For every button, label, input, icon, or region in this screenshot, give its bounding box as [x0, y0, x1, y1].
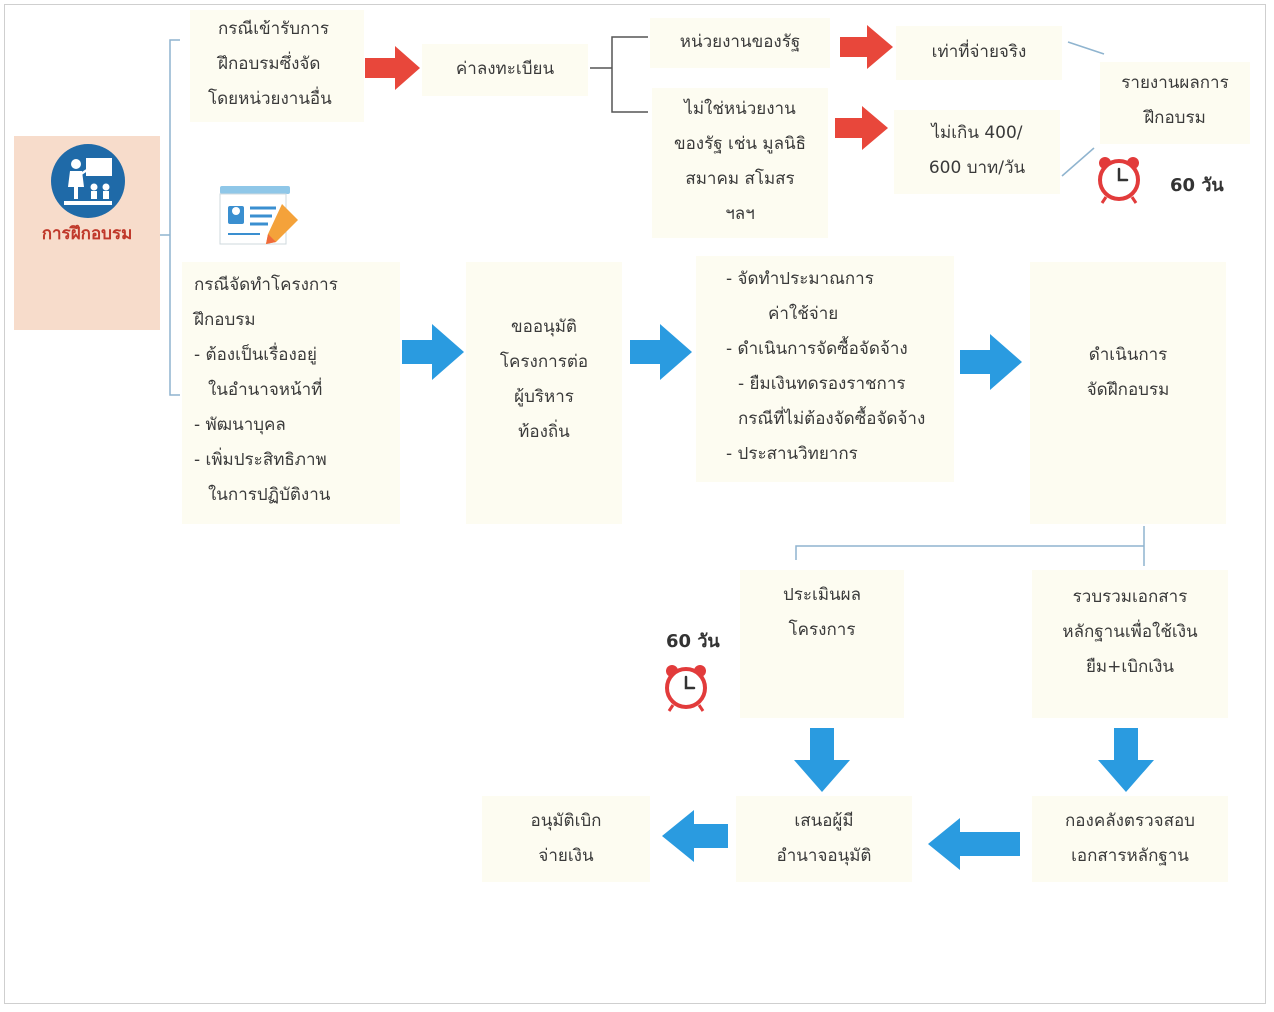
blue-arrow-2	[630, 324, 692, 380]
text-line: รายงานผลการ	[1121, 73, 1229, 93]
blue-arrow-left-1	[928, 818, 1020, 870]
evaluation-bracket	[795, 545, 1144, 560]
actual-paid-box: เท่าที่จ่ายจริง	[896, 26, 1062, 80]
text-line: ในอำนาจหน้าที่	[208, 380, 323, 400]
blue-arrow-1	[402, 324, 464, 380]
text-line: รวบรวมเอกสาร	[1072, 587, 1188, 607]
non-state-agency-box: ไม่ใช่หน่วยงาน ของรัฐ เช่น มูลนิธิ สมาคม…	[652, 88, 828, 238]
text-line: ค่าใช้จ่าย	[768, 304, 839, 324]
red-arrow-3	[835, 106, 888, 150]
collect-documents-box: รวบรวมเอกสาร หลักฐานเพื่อใช้เงิน ยืม+เบิ…	[1032, 570, 1228, 718]
text-line: ฝึกอบรม	[194, 310, 256, 330]
red-arrow-1	[365, 46, 420, 90]
text-line: 600 บาท/วัน	[928, 158, 1026, 178]
text-line: ฝึกอบรม	[1144, 108, 1206, 128]
state-agency-box: หน่วยงานของรัฐ	[650, 18, 830, 68]
root-bracket	[169, 39, 180, 396]
text-line: โครงการ	[788, 620, 856, 640]
text-line: - ยืมเงินทดรองราชการ	[738, 374, 906, 394]
text-line: เท่าที่จ่ายจริง	[931, 42, 1027, 62]
training-presenter-icon	[51, 144, 125, 218]
text-line: - ดำเนินการจัดซื้อจัดจ้าง	[726, 339, 908, 359]
text-line: - พัฒนาบุคล	[194, 415, 286, 435]
text-line: - ต้องเป็นเรื่องอยู่	[194, 345, 317, 365]
red-arrow-2	[840, 25, 893, 69]
text-line: หน่วยงานของรัฐ	[679, 32, 801, 52]
case-organize-project-box: กรณีจัดทำโครงการ ฝึกอบรม - ต้องเป็นเรื่อ…	[182, 262, 400, 524]
case-external-training-box: กรณีเข้ารับการ ฝึกอบรมซึ่งจัด โดยหน่วยงา…	[190, 10, 364, 122]
diagram-frame	[4, 4, 1266, 1004]
registration-bracket	[611, 36, 648, 113]
propose-authority-box: เสนอผู้มี อำนาจอนุมัติ	[736, 796, 912, 882]
preparation-steps-box: - จัดทำประมาณการ ค่าใช้จ่าย - ดำเนินการจ…	[696, 256, 954, 482]
text-line: กองคลังตรวจสอบ	[1065, 811, 1195, 831]
text-line: เอกสารหลักฐาน	[1071, 846, 1189, 866]
text-line: ของรัฐ เช่น มูลนิธิ	[673, 134, 807, 154]
text-line: ฝึกอบรมซึ่งจัด	[218, 54, 321, 74]
conduct-training-box: ดำเนินการ จัดฝึกอบรม	[1030, 262, 1226, 524]
training-report-box: รายงานผลการ ฝึกอบรม	[1100, 62, 1250, 144]
text-line: ไม่เกิน 400/	[931, 123, 1023, 143]
text-line: ประเมินผล	[782, 585, 862, 605]
text-line: อนุมัติเบิก	[530, 811, 602, 831]
text-line: - ประสานวิทยากร	[726, 444, 858, 464]
text-line: ไม่ใช่หน่วยงาน	[684, 99, 796, 119]
registration-fee-box: ค่าลงทะเบียน	[422, 44, 588, 96]
request-approval-box: ขออนุมัติ โครงการต่อ ผู้บริหาร ท้องถิ่น	[466, 262, 622, 524]
text-line: จ่ายเงิน	[538, 846, 594, 866]
text-line: เสนอผู้มี	[794, 811, 854, 831]
text-line: ในการปฏิบัติงาน	[208, 485, 331, 505]
report-connector-bottom	[1061, 147, 1095, 177]
text-line: ยืม+เบิกเงิน	[1085, 657, 1175, 677]
project-evaluation-box: ประเมินผล โครงการ	[740, 570, 904, 718]
text-line: อำนาจอนุมัติ	[776, 846, 872, 866]
blue-arrow-3	[960, 334, 1022, 390]
text-line: - เพิ่มประสิทธิภาพ	[194, 450, 327, 470]
text-line: จัดฝึกอบรม	[1086, 380, 1170, 400]
text-line: ฯลฯ	[725, 204, 755, 224]
blue-arrow-down-2	[1098, 728, 1154, 792]
text-line: กรณีเข้ารับการ	[218, 19, 330, 39]
alarm-clock-icon	[1098, 157, 1140, 204]
text-line: กรณีที่ไม่ต้องจัดซื้อจัดจ้าง	[738, 409, 926, 429]
report-connector-top	[1067, 41, 1105, 55]
approve-payment-box: อนุมัติเบิก จ่ายเงิน	[482, 796, 650, 882]
blue-arrow-down-1	[794, 728, 850, 792]
text-line: โดยหน่วยงานอื่น	[208, 89, 332, 109]
text-line: ดำเนินการ	[1088, 345, 1168, 365]
text-line: กรณีจัดทำโครงการ	[194, 275, 338, 295]
report-deadline-label: 60 วัน	[1170, 175, 1224, 196]
text-line: ค่าลงทะเบียน	[455, 59, 555, 79]
text-line: ท้องถิ่น	[518, 422, 570, 442]
rate-limit-box: ไม่เกิน 400/ 600 บาท/วัน	[894, 110, 1060, 194]
text-line: หลักฐานเพื่อใช้เงิน	[1062, 622, 1198, 642]
text-line: ผู้บริหาร	[514, 387, 574, 407]
evaluation-deadline-label: 60 วัน	[666, 631, 720, 652]
text-line: สมาคม สโมสร	[685, 169, 795, 189]
text-line: - จัดทำประมาณการ	[726, 269, 874, 289]
root-label: การฝึกอบรม	[41, 224, 133, 244]
text-line: โครงการต่อ	[499, 352, 589, 372]
alarm-clock-icon	[665, 665, 707, 712]
form-document-icon	[219, 186, 298, 245]
treasury-check-box: กองคลังตรวจสอบ เอกสารหลักฐาน	[1032, 796, 1228, 882]
blue-arrow-left-2	[662, 810, 728, 862]
text-line: ขออนุมัติ	[511, 317, 577, 337]
